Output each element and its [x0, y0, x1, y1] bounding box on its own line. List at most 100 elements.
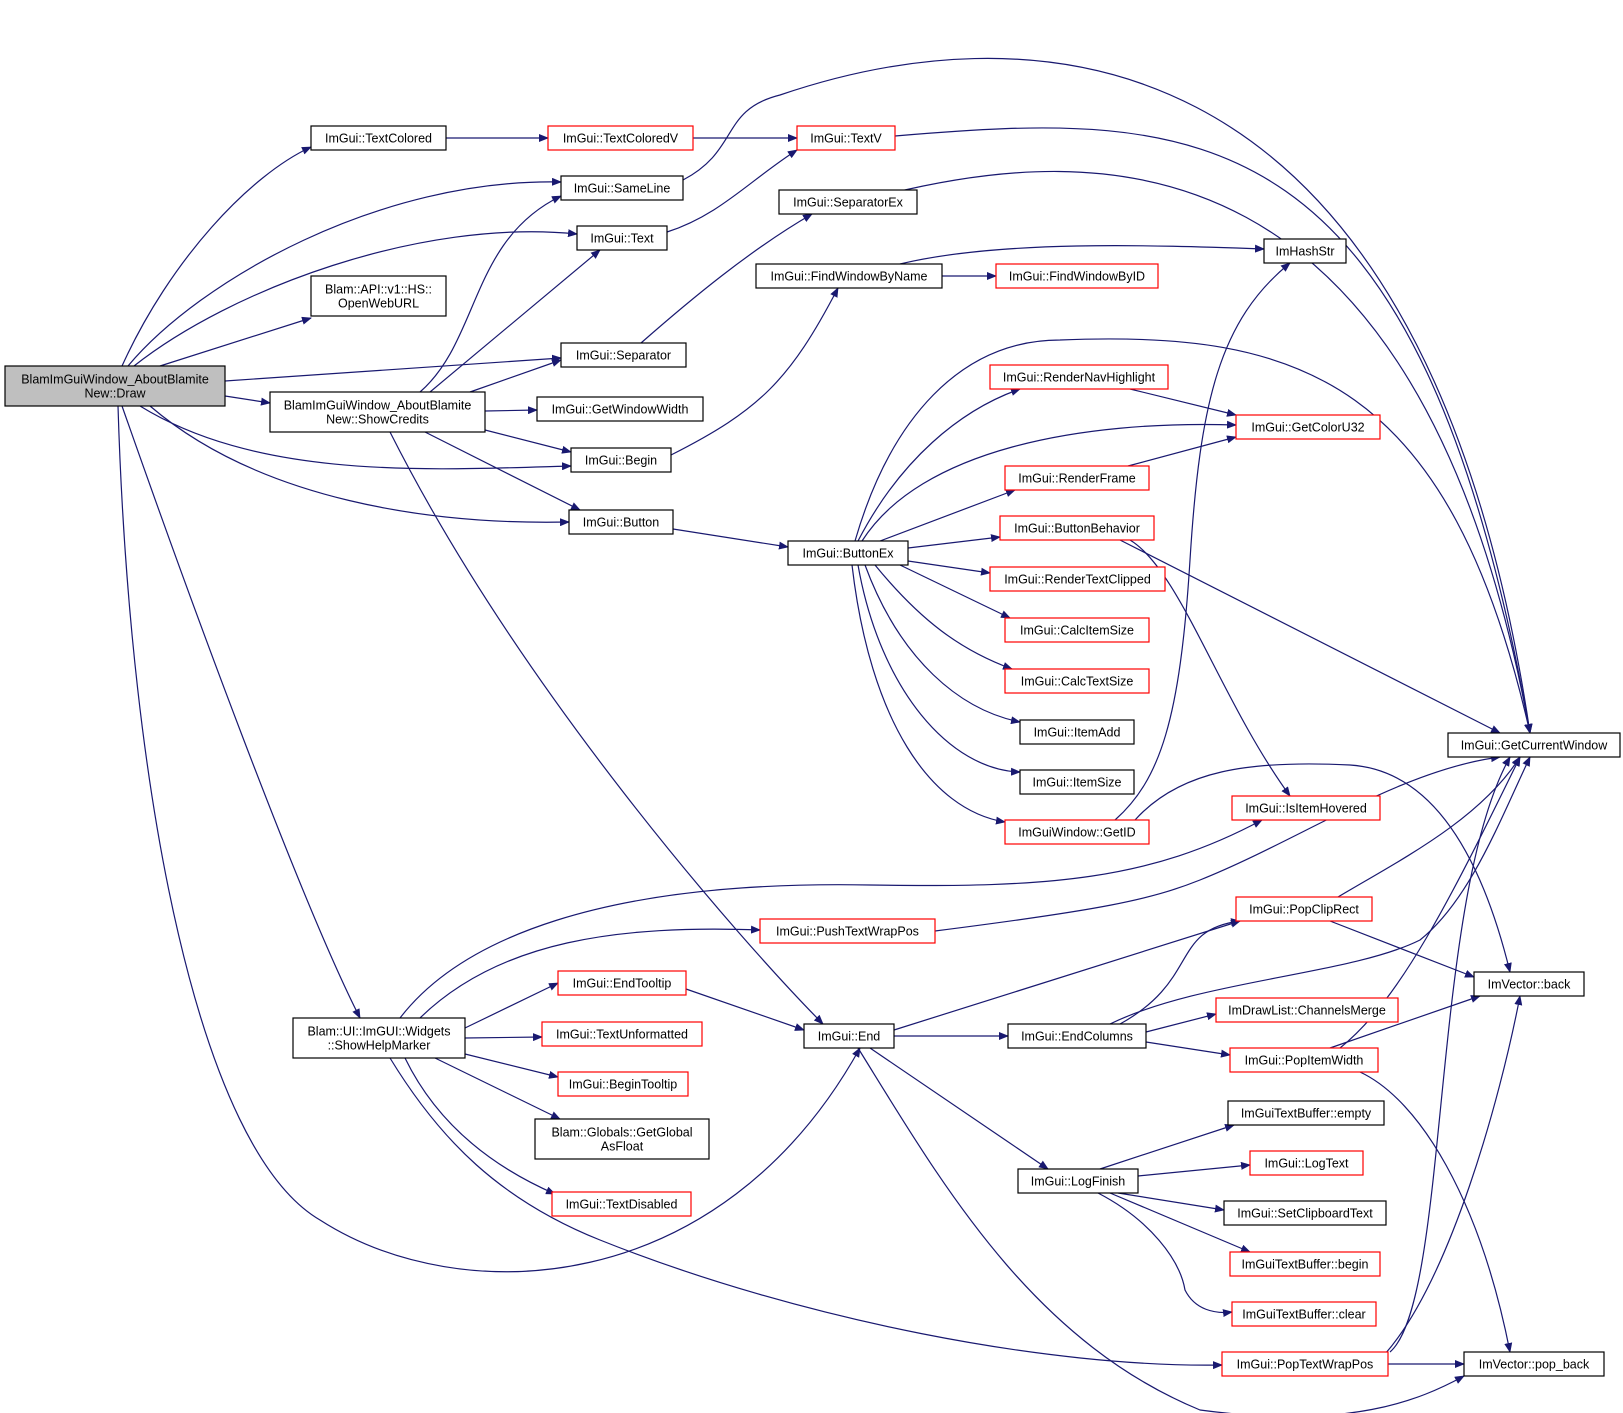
- node-label: ImGui::TextV: [810, 132, 882, 146]
- edge-showhelpmarker-to-isitemhovered: [399, 819, 1263, 1019]
- node-label: ImGui::Button: [583, 516, 659, 530]
- node-popitemwidth[interactable]: ImGui::PopItemWidth: [1229, 1047, 1379, 1073]
- node-box: [1463, 1351, 1605, 1377]
- node-box: [560, 342, 687, 368]
- node-textbufferbegin[interactable]: ImGuiTextBuffer::begin: [1229, 1251, 1381, 1277]
- edge-draw-to-text: [133, 229, 578, 367]
- node-box: [536, 396, 704, 422]
- node-getid[interactable]: ImGuiWindow::GetID: [1004, 819, 1150, 845]
- node-begin[interactable]: ImGui::Begin: [570, 447, 672, 473]
- edge-draw-to-textcolored: [121, 146, 312, 367]
- node-box: [1019, 769, 1135, 795]
- node-begintooltip[interactable]: ImGui::BeginTooltip: [557, 1071, 689, 1097]
- edge-showhelpmarker-to-textdisabled: [404, 1057, 556, 1195]
- node-rendertextclipped[interactable]: ImGui::RenderTextClipped: [989, 566, 1166, 592]
- node-textunformatted[interactable]: ImGui::TextUnformatted: [541, 1021, 703, 1047]
- node-renderframe[interactable]: ImGui::RenderFrame: [1004, 465, 1150, 491]
- edge-buttonex-to-itemsize: [857, 564, 1021, 776]
- nodes-layer: BlamImGuiWindow_AboutBlamiteNew::DrawImG…: [4, 125, 1621, 1377]
- edge-buttonbehavior-to-isitemhovered: [1129, 539, 1291, 797]
- node-getcurrentwindow[interactable]: ImGui::GetCurrentWindow: [1447, 732, 1621, 758]
- edge-draw-to-begin: [139, 405, 572, 471]
- node-endcolumns[interactable]: ImGui::EndColumns: [1007, 1023, 1147, 1049]
- edge-pushtextwrappos-to-getcurrentwindow: [934, 754, 1501, 932]
- node-channelsmerge[interactable]: ImDrawList::ChannelsMerge: [1215, 997, 1399, 1023]
- node-box: [1004, 465, 1150, 491]
- edge-poptextwrappos-to-back: [1384, 995, 1523, 1355]
- node-label: ImGui::FindWindowByName: [771, 270, 928, 284]
- node-label: ImGui::GetWindowWidth: [552, 403, 689, 417]
- node-buttonbehavior[interactable]: ImGui::ButtonBehavior: [999, 515, 1155, 541]
- node-showhelpmarker[interactable]: Blam::UI::ImGUI::Widgets::ShowHelpMarker: [292, 1017, 466, 1059]
- node-box: [4, 365, 226, 407]
- node-separatorex[interactable]: ImGui::SeparatorEx: [778, 189, 918, 215]
- node-label: ImGui::Separator: [576, 349, 671, 363]
- node-sameline[interactable]: ImGui::SameLine: [560, 175, 684, 201]
- node-box: [1229, 1047, 1379, 1073]
- node-box: [1231, 1301, 1377, 1327]
- node-textcolored[interactable]: ImGui::TextColored: [310, 125, 447, 151]
- node-textcoloredv[interactable]: ImGui::TextColoredV: [547, 125, 694, 151]
- node-logtext[interactable]: ImGui::LogText: [1249, 1150, 1364, 1176]
- edge-buttonbehavior-to-getcurrentwindow: [1119, 539, 1501, 734]
- node-label: ImGuiTextBuffer::begin: [1242, 1258, 1369, 1272]
- node-popback[interactable]: ImVector::pop_back: [1463, 1351, 1605, 1377]
- node-label: ImGui::TextColoredV: [563, 132, 679, 146]
- node-box: [1231, 795, 1381, 821]
- node-popcliprect[interactable]: ImGui::PopClipRect: [1235, 896, 1373, 922]
- edge-textv-to-getcurrentwindow: [894, 127, 1533, 734]
- node-imhashstr[interactable]: ImHashStr: [1263, 238, 1347, 264]
- edge-buttonex-to-renderframe: [879, 489, 1016, 542]
- node-label: ImGui::EndColumns: [1021, 1030, 1133, 1044]
- edge-showcredits-to-separator: [469, 359, 562, 393]
- node-isitemhovered[interactable]: ImGui::IsItemHovered: [1231, 795, 1381, 821]
- node-box: [541, 1021, 703, 1047]
- node-pushtextwrappos[interactable]: ImGui::PushTextWrapPos: [759, 918, 936, 944]
- node-findwindowbyname[interactable]: ImGui::FindWindowByName: [755, 263, 943, 289]
- node-logfinish[interactable]: ImGui::LogFinish: [1017, 1168, 1139, 1194]
- node-getcoloru32[interactable]: ImGui::GetColorU32: [1235, 414, 1381, 440]
- node-buttonex[interactable]: ImGui::ButtonEx: [787, 540, 909, 566]
- edge-showcredits-to-getwindowwidth: [484, 406, 538, 415]
- node-textbufferempty[interactable]: ImGuiTextBuffer::empty: [1227, 1100, 1385, 1126]
- edge-logfinish-to-textbufferclear: [1097, 1192, 1233, 1318]
- node-button[interactable]: ImGui::Button: [568, 509, 674, 535]
- node-box: [989, 566, 1166, 592]
- edge-showhelpmarker-to-textunformatted: [464, 1033, 543, 1042]
- node-rendernavhighlight[interactable]: ImGui::RenderNavHighlight: [989, 364, 1169, 390]
- node-end[interactable]: ImGui::End: [803, 1023, 895, 1049]
- node-textbufferclear[interactable]: ImGuiTextBuffer::clear: [1231, 1301, 1377, 1327]
- node-findwindowbyid[interactable]: ImGui::FindWindowByID: [995, 263, 1159, 289]
- edge-buttonex-to-rendertextclipped: [907, 560, 991, 576]
- node-openweburl[interactable]: Blam::API::v1::HS::OpenWebURL: [310, 275, 447, 317]
- node-showcredits[interactable]: BlamImGuiWindow_AboutBlamiteNew::ShowCre…: [269, 391, 486, 433]
- node-endtooltip[interactable]: ImGui::EndTooltip: [557, 970, 687, 996]
- node-back[interactable]: ImVector::back: [1473, 971, 1585, 997]
- node-label: ImGui::ButtonEx: [802, 547, 894, 561]
- node-box: [269, 391, 486, 433]
- node-label: ImGui::PushTextWrapPos: [776, 925, 919, 939]
- node-label: ImGui::FindWindowByID: [1009, 270, 1145, 284]
- node-calcitemsize[interactable]: ImGui::CalcItemSize: [1004, 617, 1150, 643]
- node-setclipboardtext[interactable]: ImGui::SetClipboardText: [1223, 1200, 1387, 1226]
- node-label: BlamImGuiWindow_AboutBlamite: [21, 373, 209, 387]
- node-box: [547, 125, 694, 151]
- node-calctextsize[interactable]: ImGui::CalcTextSize: [1004, 668, 1150, 694]
- node-separator[interactable]: ImGui::Separator: [560, 342, 687, 368]
- edge-sameline-to-getcurrentwindow: [682, 57, 1533, 734]
- node-itemsize[interactable]: ImGui::ItemSize: [1019, 769, 1135, 795]
- node-text[interactable]: ImGui::Text: [576, 225, 668, 251]
- node-getwindowwidth[interactable]: ImGui::GetWindowWidth: [536, 396, 704, 422]
- node-poptextwrappos[interactable]: ImGui::PopTextWrapPos: [1221, 1351, 1389, 1377]
- edge-endcolumns-to-popcliprect: [1119, 918, 1241, 1025]
- node-label: ImGui::SameLine: [574, 182, 671, 196]
- node-itemadd[interactable]: ImGui::ItemAdd: [1019, 719, 1135, 745]
- node-textv[interactable]: ImGui::TextV: [796, 125, 896, 151]
- node-box: [1215, 997, 1399, 1023]
- node-textdisabled[interactable]: ImGui::TextDisabled: [551, 1191, 692, 1217]
- node-label: OpenWebURL: [338, 297, 419, 311]
- edge-endcolumns-to-popitemwidth: [1145, 1041, 1231, 1058]
